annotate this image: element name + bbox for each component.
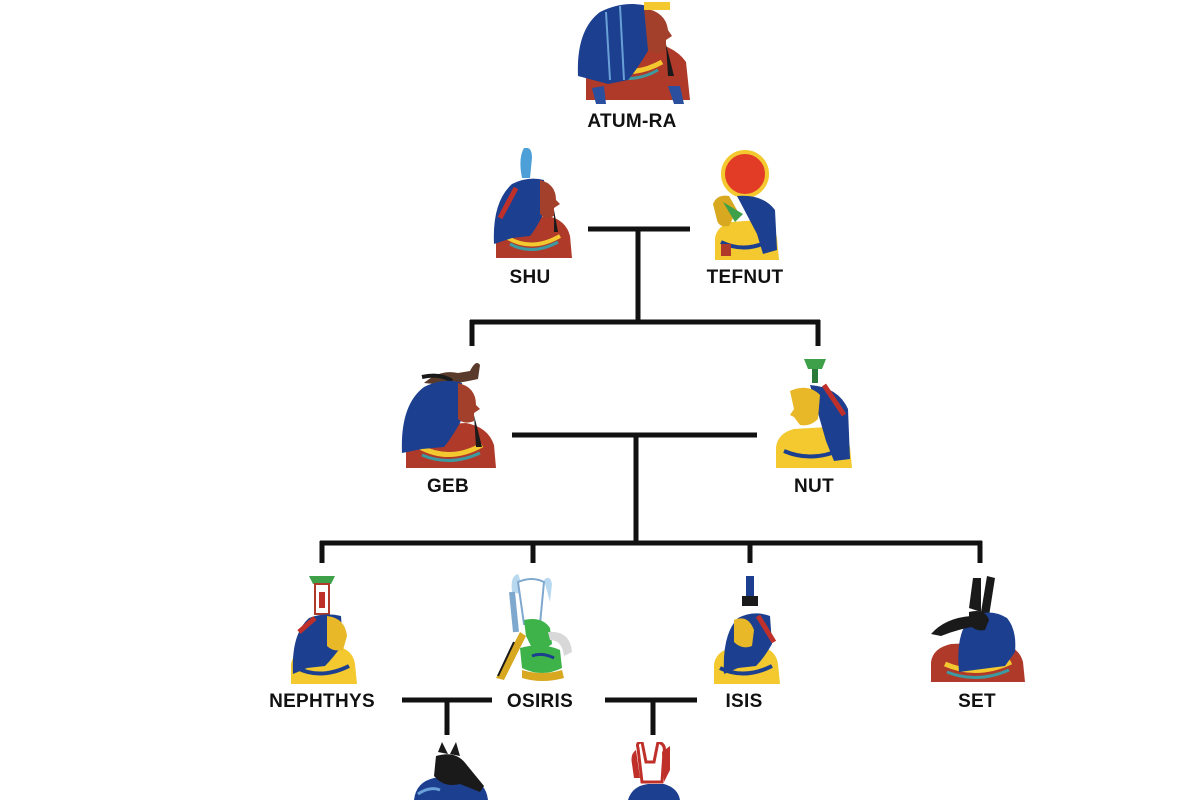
shu-icon: [493, 148, 572, 258]
label-nut: NUT: [794, 476, 834, 497]
atum-ra-icon: [577, 2, 690, 104]
nut-icon: [776, 359, 852, 468]
osiris-icon: [496, 574, 572, 681]
set-icon: [931, 576, 1025, 682]
label-shu: SHU: [509, 267, 551, 288]
nephthys-icon: [291, 576, 357, 684]
geb-icon: [401, 363, 496, 468]
label-atum-ra: ATUM-RA: [587, 111, 677, 132]
label-nephthys: NEPHTHYS: [269, 691, 375, 712]
label-geb: GEB: [426, 476, 470, 497]
label-osiris: OSIRIS: [506, 691, 574, 712]
label-isis: ISIS: [725, 691, 763, 712]
label-set: SET: [958, 691, 996, 712]
horus-icon: [628, 742, 680, 800]
isis-icon: [714, 576, 780, 684]
label-tefnut: TEFNUT: [706, 267, 784, 288]
anubis-icon: [414, 742, 488, 800]
tefnut-icon: [713, 150, 779, 260]
